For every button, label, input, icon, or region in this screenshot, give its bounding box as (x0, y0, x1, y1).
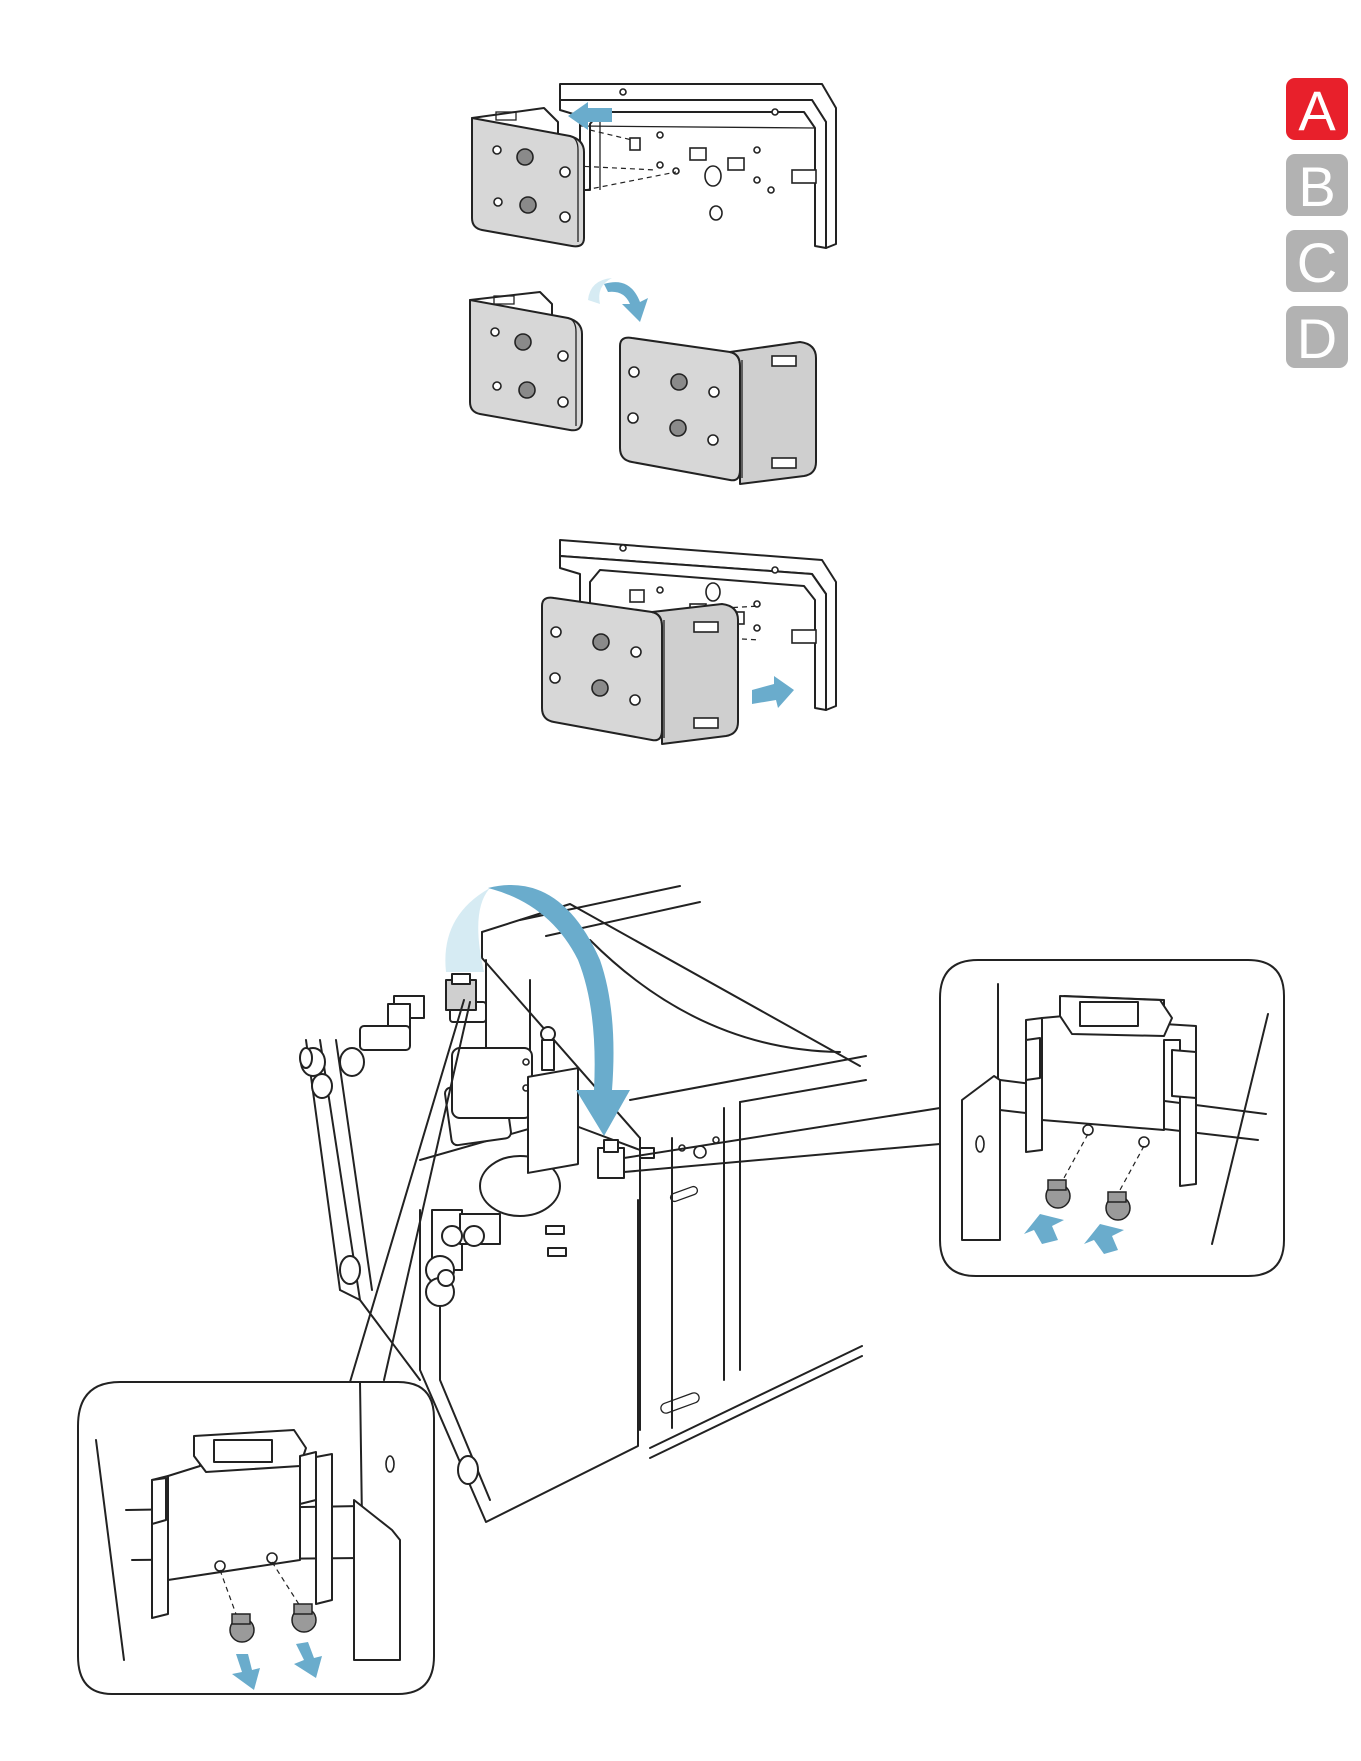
callout-right-screw-install (940, 960, 1284, 1276)
step2-bracket-rotation (470, 278, 816, 484)
callout-left-screw-removal (78, 1382, 434, 1694)
step1-bracket-removal (472, 84, 836, 248)
step3-bracket-insertion (542, 540, 836, 744)
